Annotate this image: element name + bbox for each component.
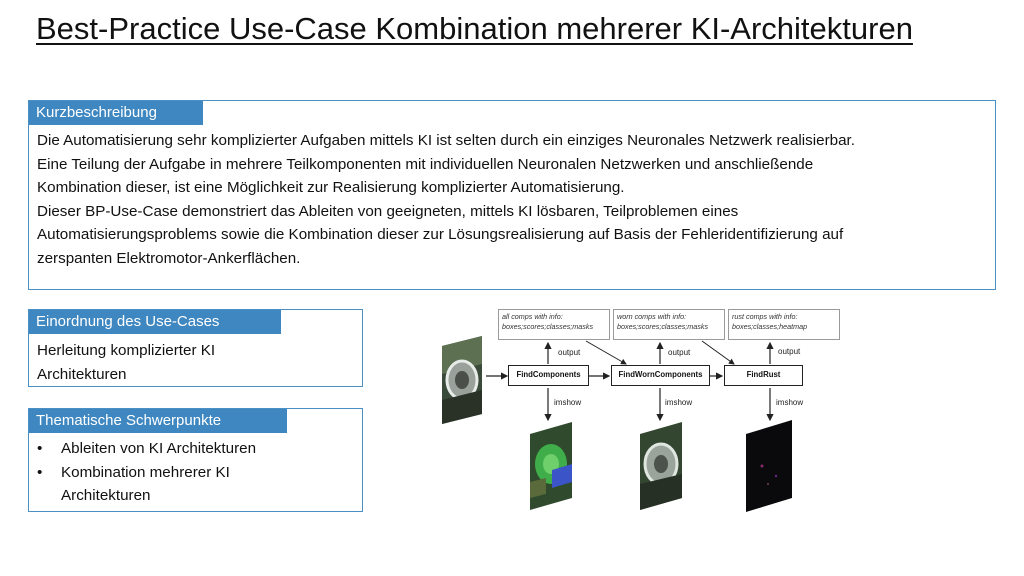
info-line: all comps with info:: [502, 312, 563, 321]
schwerpunkt-item: Kombination mehrerer KI Architekturen: [37, 461, 357, 508]
node-find-worn-components: FindWornComponents: [611, 365, 710, 386]
einordnung-text: Herleitung komplizierter KI Architekture…: [37, 339, 337, 386]
output-label: output: [668, 348, 691, 357]
info-box-worn-comps: worn comps with info: boxes;scores;class…: [613, 309, 725, 340]
edge-diag-1: [585, 340, 627, 365]
schwerpunkt-line: Architekturen: [61, 487, 151, 505]
einordnung-line: Herleitung komplizierter KI: [37, 342, 216, 359]
kurzbeschreibung-text: Die Automatisierung sehr komplizierter A…: [37, 129, 991, 271]
info-line: boxes;scores;classes;masks: [502, 322, 594, 331]
einordnung-header: Einordnung des Use-Cases: [29, 310, 281, 334]
info-line: worn comps with info:: [617, 312, 687, 321]
imshow-label: imshow: [554, 398, 582, 407]
output-label: output: [778, 347, 801, 356]
schwerpunkt-line: Kombination mehrerer KI: [61, 463, 230, 481]
schwerpunkte-header: Thematische Schwerpunkte: [29, 409, 287, 433]
imshow-label: imshow: [776, 398, 804, 407]
edge-diag-2: [701, 340, 735, 365]
output-label: output: [558, 348, 581, 357]
info-box-rust-comps: rust comps with info: boxes;classes;heat…: [728, 309, 840, 340]
schwerpunkt-line: Ableiten von KI Architekturen: [61, 440, 257, 457]
kurz-line: Kombination dieser, ist eine Möglichkeit…: [37, 179, 625, 197]
architecture-diagram: all comps with info: boxes;scores;classe…: [436, 306, 846, 516]
info-line: rust comps with info:: [732, 312, 798, 321]
diagram-connectors: [486, 340, 774, 422]
kurzbeschreibung-box: Kurzbeschreibung Die Automatisierung seh…: [28, 100, 996, 290]
node-find-components: FindComponents: [508, 365, 589, 386]
kurz-line: Automatisierungsproblems sowie die Kombi…: [37, 226, 844, 244]
info-line: boxes;classes;heatmap: [732, 322, 808, 331]
einordnung-line: Architekturen: [37, 365, 127, 383]
kurz-line: Eine Teilung der Aufgabe in mehrere Teil…: [37, 155, 814, 173]
einordnung-box: Einordnung des Use-Cases Herleitung komp…: [28, 309, 363, 387]
input-image-thumbnail: [442, 336, 482, 424]
info-box-all-comps: all comps with info: boxes;scores;classe…: [498, 309, 610, 340]
kurz-line: Die Automatisierung sehr komplizierter A…: [37, 132, 855, 149]
node-find-rust: FindRust: [724, 365, 803, 386]
slide-title: Best-Practice Use-Case Kombination mehre…: [36, 11, 913, 46]
schwerpunkte-box: Thematische Schwerpunkte Ableiten von KI…: [28, 408, 363, 512]
info-line: boxes;scores;classes;masks: [617, 322, 709, 331]
find-worn-components-result-thumbnail: [640, 422, 682, 510]
imshow-label: imshow: [665, 398, 693, 407]
schwerpunkt-item: Ableiten von KI Architekturen: [37, 437, 357, 461]
kurz-line: zerspanten Elektromotor-Ankerflächen.: [37, 249, 301, 267]
find-rust-heatmap-thumbnail: [746, 420, 792, 512]
find-components-result-thumbnail: [530, 422, 572, 510]
kurz-line: Dieser BP-Use-Case demonstriert das Able…: [37, 202, 739, 220]
kurzbeschreibung-header: Kurzbeschreibung: [29, 101, 203, 125]
schwerpunkte-list: Ableiten von KI Architekturen Kombinatio…: [37, 437, 357, 508]
